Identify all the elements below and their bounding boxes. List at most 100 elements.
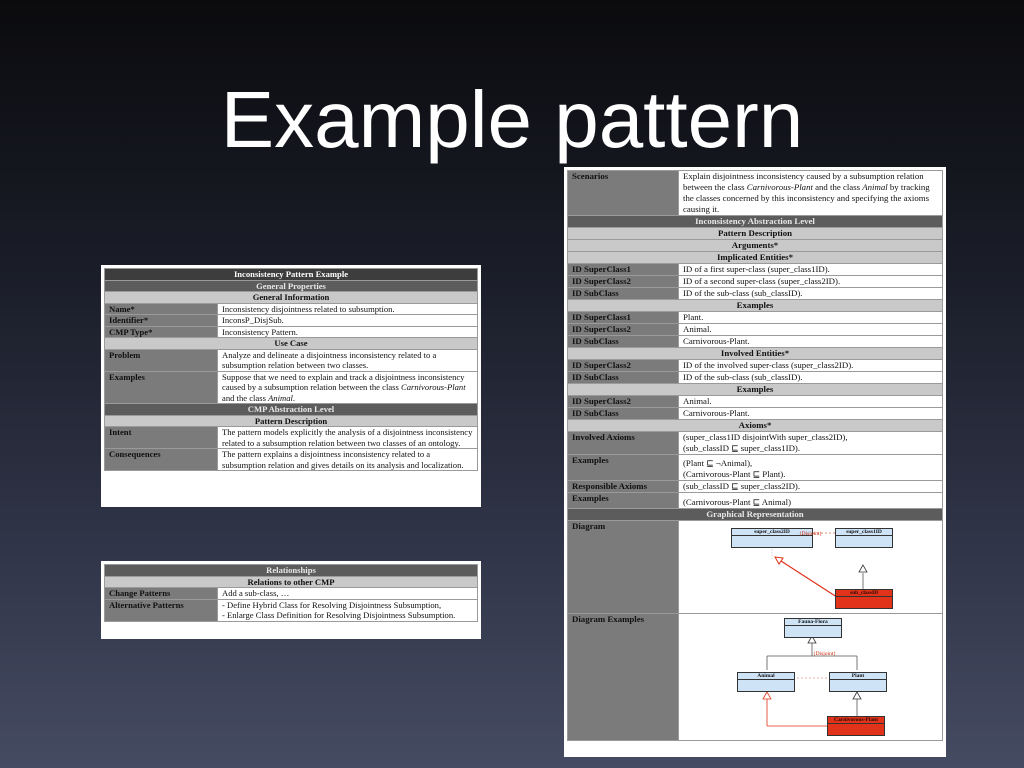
table-row: Name*Inconsistency disjointness related … <box>104 302 478 315</box>
row-label: Change Patterns <box>104 587 218 600</box>
table-title: Inconsistency Pattern Example <box>104 268 478 281</box>
row-value: ID of the involved super-class (super_cl… <box>678 359 943 372</box>
diagram-examples-cell: Fauna-Flora {Disjoint} Animal Plant Carn… <box>678 613 943 741</box>
row-value: Inconsistency disjointness related to su… <box>217 302 478 315</box>
row-label: ID SubClass <box>567 335 679 348</box>
table-row: Alternative Patterns - Define Hybrid Cla… <box>104 598 478 622</box>
row-label: Alternative Patterns <box>104 598 218 622</box>
row-value: The pattern explains a disjointness inco… <box>217 448 478 471</box>
row-value: Animal. <box>678 323 943 336</box>
row-label: Scenarios <box>567 170 679 216</box>
uml-class-animal: Animal <box>737 672 795 692</box>
row-label: ID SuperClass2 <box>567 323 679 336</box>
row-label: Problem <box>104 348 218 372</box>
row-value: (super_class1ID disjointWith super_class… <box>678 431 943 455</box>
row-value: InconsP_DisjSub. <box>217 314 478 327</box>
section-header: Implicated Entities* <box>567 251 943 264</box>
pattern-description-table: Scenarios Explain disjointness inconsist… <box>564 167 946 757</box>
uml-class-super-class1: super_class1ID <box>835 528 893 548</box>
section-header: General Properties <box>104 279 478 292</box>
row-label: Involved Axioms <box>567 431 679 455</box>
section-header: Pattern Description <box>104 414 478 427</box>
uml-class-plant: Plant <box>829 672 887 692</box>
pattern-example-table: Inconsistency Pattern Example General Pr… <box>101 265 481 507</box>
row-value: ID of the sub-class (sub_classID). <box>678 371 943 384</box>
row-label: Examples <box>567 492 679 509</box>
table-row: Examples Suppose that we need to explain… <box>104 370 478 404</box>
table-row: Examples(Carnivorous-Plant ⊑ Animal) <box>567 492 943 509</box>
table-row: Diagram Examples <box>567 613 943 741</box>
uml-class-sub-class: sub_classID <box>835 589 893 609</box>
section-header: CMP Abstraction Level <box>104 403 478 416</box>
section-header: General Information <box>104 291 478 304</box>
uml-class-carnivorous-plant: Carnivorous-Plant <box>827 716 885 736</box>
row-value: Analyze and delineate a disjointness inc… <box>217 348 478 372</box>
table-row: Identifier*InconsP_DisjSub. <box>104 314 478 327</box>
row-value: Add a sub-class, … <box>217 587 478 600</box>
section-header: Use Case <box>104 337 478 350</box>
row-value: - Define Hybrid Class for Resolving Disj… <box>217 598 478 622</box>
row-label: Intent <box>104 426 218 449</box>
row-value: ID of the sub-class (sub_classID). <box>678 287 943 300</box>
section-header: Examples <box>567 299 943 312</box>
row-label: Diagram <box>567 520 679 614</box>
row-label: Responsible Axioms <box>567 480 679 493</box>
row-label: Consequences <box>104 448 218 471</box>
row-label: ID SubClass <box>567 407 679 420</box>
uml-class-fauna-flora: Fauna-Flora <box>784 618 842 638</box>
section-header: Arguments* <box>567 239 943 252</box>
diagram-cell: super_class2ID {Disjoint} super_class1ID… <box>678 520 943 614</box>
row-value: Carnivorous-Plant. <box>678 335 943 348</box>
table-row: Diagram super_class2ID {Disjoint} <box>567 520 943 614</box>
row-value: Carnivorous-Plant. <box>678 407 943 420</box>
table-row: CMP Type*Inconsistency Pattern. <box>104 325 478 338</box>
row-value: (sub_classID ⊑ super_class2ID). <box>678 480 943 493</box>
table-row: Involved Axioms (super_class1ID disjoint… <box>567 431 943 455</box>
disjoint-label: {Disjoint} <box>813 651 837 657</box>
row-label: ID SuperClass2 <box>567 359 679 372</box>
table-row: Scenarios Explain disjointness inconsist… <box>567 170 943 216</box>
row-value: The pattern models explicitly the analys… <box>217 426 478 449</box>
row-label: ID SuperClass2 <box>567 395 679 408</box>
row-value: (Carnivorous-Plant ⊑ Animal) <box>678 492 943 509</box>
row-label: Identifier* <box>104 314 218 327</box>
disjoint-label: {Disjoint} <box>799 531 823 537</box>
uml-class-super-class2: super_class2ID <box>731 528 813 548</box>
row-label: ID SubClass <box>567 371 679 384</box>
section-header: Pattern Description <box>567 227 943 240</box>
row-value: Animal. <box>678 395 943 408</box>
row-value: Suppose that we need to explain and trac… <box>217 370 478 404</box>
row-value: ID of a first super-class (super_class1I… <box>678 263 943 276</box>
row-label: Examples <box>104 370 218 404</box>
row-label: ID SuperClass1 <box>567 263 679 276</box>
row-label: ID SuperClass1 <box>567 311 679 324</box>
row-label: Name* <box>104 302 218 315</box>
uml-diagram: super_class2ID {Disjoint} super_class1ID… <box>679 521 942 613</box>
table-row: Responsible Axioms(sub_classID ⊑ super_c… <box>567 480 943 493</box>
table-row: Examples (Plant ⊑ ¬Animal),(Carnivorous-… <box>567 454 943 481</box>
row-label: CMP Type* <box>104 325 218 338</box>
row-value: ID of a second super-class (super_class2… <box>678 275 943 288</box>
row-label: ID SuperClass2 <box>567 275 679 288</box>
section-header: Involved Entities* <box>567 347 943 360</box>
row-label: Examples <box>567 454 679 481</box>
section-header: Graphical Representation <box>567 508 943 521</box>
row-label: Diagram Examples <box>567 613 679 741</box>
row-value: Plant. <box>678 311 943 324</box>
row-value: Explain disjointness inconsistency cause… <box>678 170 943 216</box>
row-label: ID SubClass <box>567 287 679 300</box>
